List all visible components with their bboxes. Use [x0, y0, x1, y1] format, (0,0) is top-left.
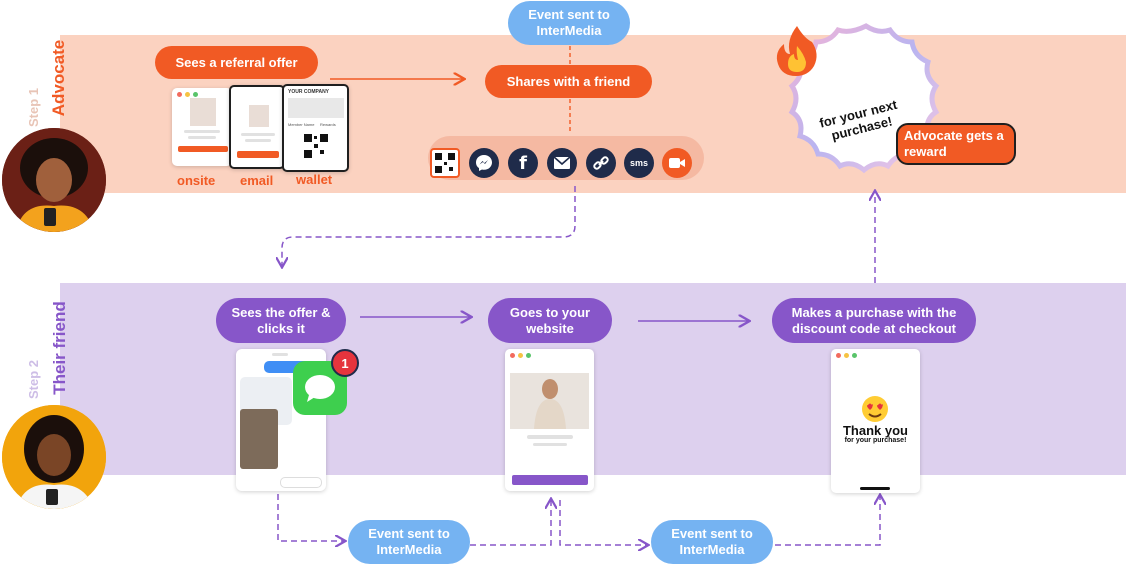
advocate-gets-reward-step: Advocate gets a reward [896, 123, 1016, 165]
makes-purchase-step: Makes a purchase with the discount code … [772, 298, 976, 343]
notification-badge: 1 [331, 349, 359, 377]
facebook-icon[interactable]: f [508, 148, 538, 178]
goes-to-website-step: Goes to your website [488, 298, 612, 343]
wallet-field-rewards: Rewards [320, 122, 336, 127]
wallet-field-member: Member Name [288, 122, 315, 127]
video-icon[interactable] [662, 148, 692, 178]
channel-label-wallet: wallet [296, 172, 333, 187]
friend-avatar [2, 405, 106, 509]
onsite-card [172, 88, 232, 166]
messenger-icon[interactable] [469, 148, 499, 178]
channel-label-email: email [240, 173, 274, 188]
fire-icon [774, 24, 820, 78]
sees-referral-offer-step: Sees a referral offer [155, 46, 318, 79]
wallet-qr-icon [304, 134, 328, 158]
website-mockup [505, 349, 594, 491]
event-sent-bottom-1: Event sent to InterMedia [348, 520, 470, 564]
email-icon[interactable] [547, 148, 577, 178]
advocate-avatar [2, 128, 106, 232]
event-sent-bottom-2: Event sent to InterMedia [651, 520, 773, 564]
shares-with-friend-step: Shares with a friend [485, 65, 652, 98]
sees-offer-clicks-step: Sees the offer & clicks it [216, 298, 346, 343]
wallet-company: YOUR COMPANY [288, 89, 330, 95]
thank-you-subtitle: for your purchase! [844, 437, 907, 444]
messages-app-icon [293, 361, 347, 415]
sms-icon[interactable]: sms [624, 148, 654, 178]
qr-code-icon[interactable] [430, 148, 460, 178]
wallet-card: YOUR COMPANY Member Name Rewards [282, 84, 349, 172]
channel-label-onsite: onsite [177, 173, 216, 188]
link-icon[interactable] [586, 148, 616, 178]
thank-you-title: Thank you [842, 423, 908, 438]
heart-eyes-emoji-icon [861, 395, 889, 423]
email-card [229, 85, 285, 169]
thank-you-mockup: Thank you for your purchase! [831, 349, 920, 493]
event-sent-top: Event sent to InterMedia [508, 1, 630, 45]
